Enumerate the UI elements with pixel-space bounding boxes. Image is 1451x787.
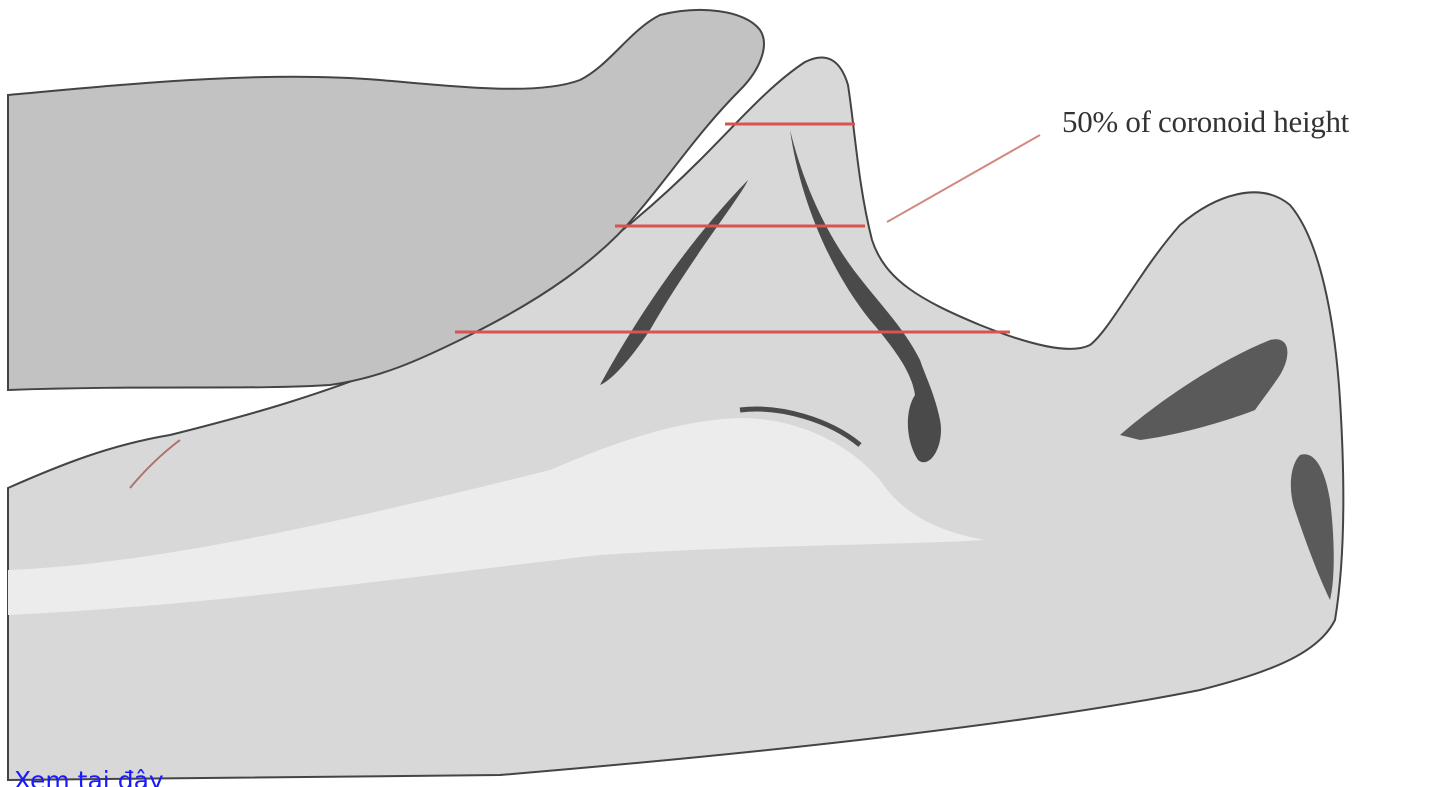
view-here-link[interactable]: Xem tại đây bbox=[14, 766, 164, 787]
annotation-pointer-line bbox=[887, 135, 1040, 222]
coronoid-height-label: 50% of coronoid height bbox=[1062, 104, 1349, 140]
